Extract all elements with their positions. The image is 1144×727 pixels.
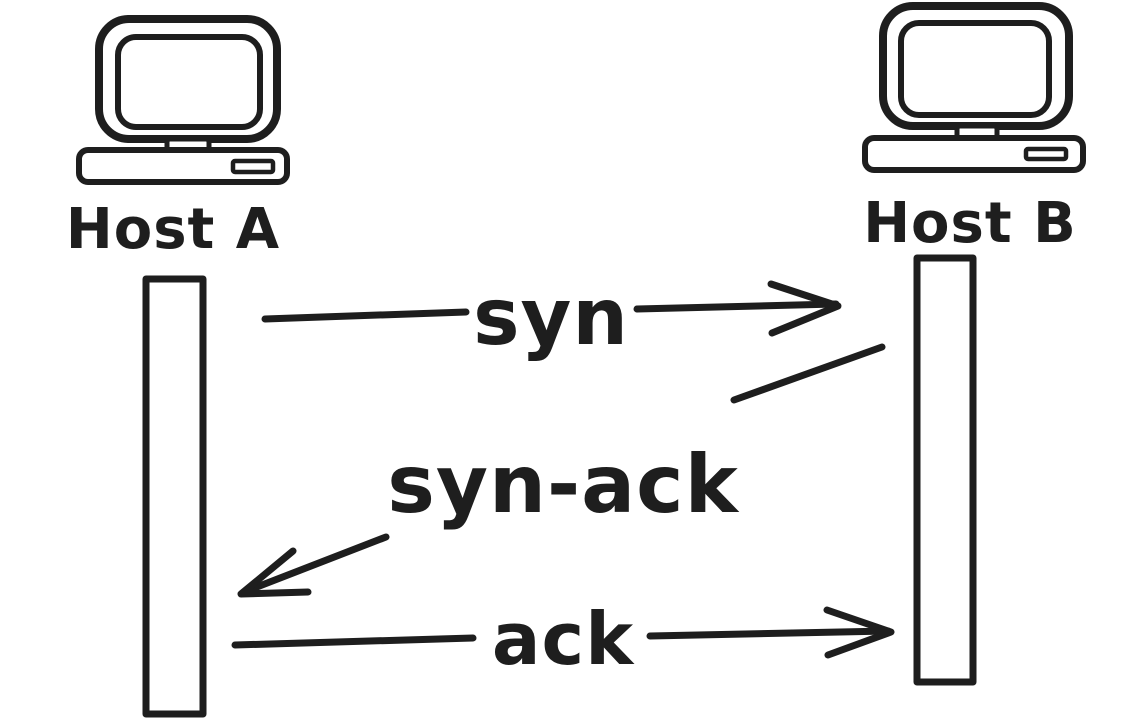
arrowhead-left-icon [237,547,312,598]
host-a-label: Host A [66,197,280,262]
host-b-label: Host B [863,191,1077,256]
monitor-screen-icon [115,34,263,130]
message-ack-arrow [231,606,895,659]
host-a-lifeline [142,275,207,718]
host-b-computer-icon [862,2,1086,173]
message-syn-label: syn [473,273,629,363]
message-ack-label: ack [492,597,635,681]
arrow-shaft-lower [240,533,390,596]
disk-slot-icon [1023,146,1069,162]
computer-base-icon [862,135,1086,173]
arrow-shaft-right [646,627,892,640]
arrowhead-right-icon [823,606,895,659]
message-syn-arrow [261,280,842,337]
arrow-shaft-left [231,634,477,649]
message-syn-ack-arrow [237,343,886,598]
arrow-shaft-upper [730,343,886,404]
arrow-shaft-right [633,300,840,313]
host-b-lifeline [913,254,977,686]
message-syn-ack-label: syn-ack [387,438,739,531]
arrowhead-right-icon [767,280,842,337]
host-a-computer-icon [76,15,290,185]
arrow-shaft-left [261,308,470,323]
monitor-screen-icon [898,20,1052,118]
disk-slot-icon [230,158,276,175]
